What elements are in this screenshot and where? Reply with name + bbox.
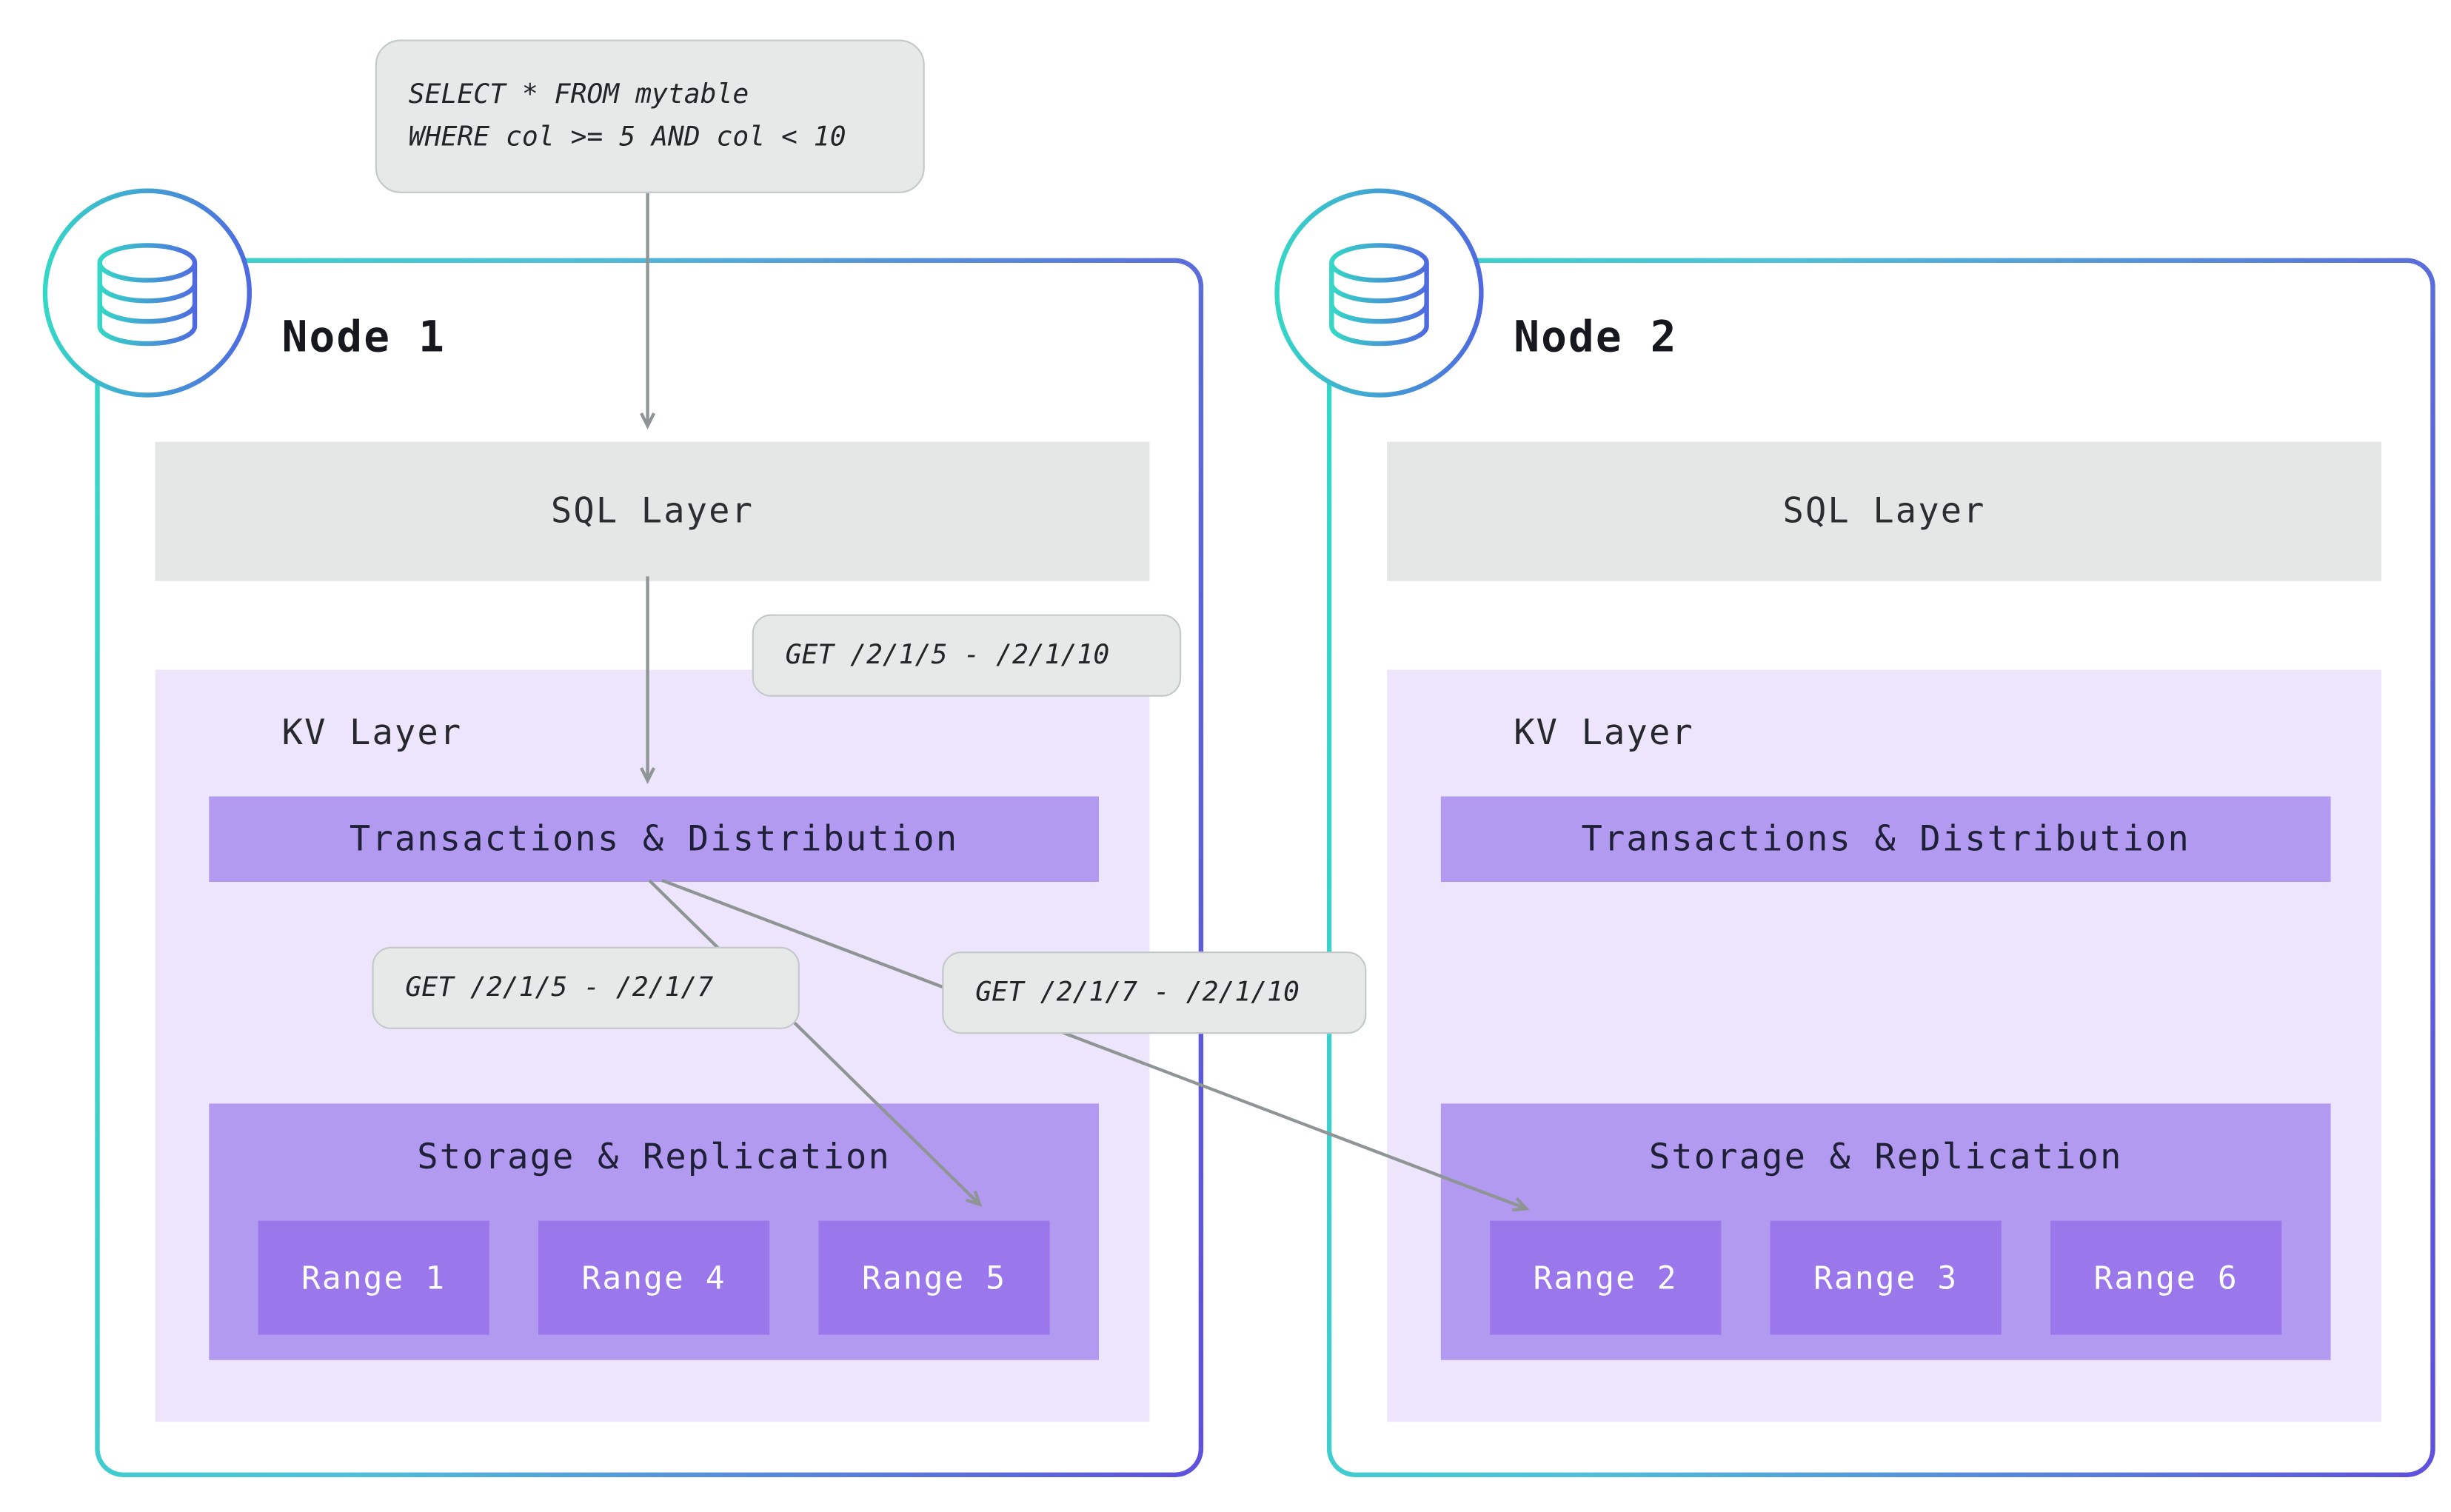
query-line-1: SELECT * FROM mytable xyxy=(408,79,749,112)
sql-layer-label: SQL Layer xyxy=(1782,491,1986,532)
range-box: Range 2 xyxy=(1490,1220,1722,1335)
get-left-range-label: GET /2/1/5 - /2/1/7 xyxy=(405,971,714,1004)
node-title: Node 1 xyxy=(281,313,447,363)
sql-layer-label: SQL Layer xyxy=(550,491,755,532)
transactions-distribution-bar: Transactions & Distribution xyxy=(1440,796,2331,883)
get-full-range-label: GET /2/1/5 - /2/1/10 xyxy=(785,639,1110,672)
transactions-distribution-bar: Transactions & Distribution xyxy=(209,796,1099,883)
storage-replication-panel: Storage & Replication Range 2 Range 3 Ra… xyxy=(1440,1103,2331,1360)
node-2-body: Node 2 SQL Layer KV Layer Transactions &… xyxy=(1274,188,2431,1473)
node-1-container: Node 1 SQL Layer KV Layer Transactions &… xyxy=(42,188,1204,1478)
range-box: Range 3 xyxy=(1770,1220,2002,1335)
database-icon xyxy=(42,188,252,398)
node-2-container: Node 2 SQL Layer KV Layer Transactions &… xyxy=(1274,188,2435,1478)
sql-layer-bar: SQL Layer xyxy=(155,441,1150,581)
get-right-range-label: GET /2/1/7 - /2/1/10 xyxy=(975,976,1300,1008)
range-row: Range 2 Range 3 Range 6 xyxy=(1490,1220,2282,1335)
database-icon xyxy=(1274,188,1484,398)
kv-layer-label: KV Layer xyxy=(1514,714,1694,754)
query-line-2: WHERE col >= 5 AND col < 10 xyxy=(408,121,846,153)
node-title: Node 2 xyxy=(1514,313,1678,363)
storage-replication-panel: Storage & Replication Range 1 Range 4 Ra… xyxy=(209,1103,1099,1360)
get-full-range-bubble: GET /2/1/5 - /2/1/10 xyxy=(752,614,1182,697)
node-1-body: Node 1 SQL Layer KV Layer Transactions &… xyxy=(42,188,1199,1473)
storage-replication-label: Storage & Replication xyxy=(417,1138,891,1178)
get-left-range-bubble: GET /2/1/5 - /2/1/7 xyxy=(372,946,800,1029)
kv-layer-panel: KV Layer Transactions & Distribution Sto… xyxy=(1387,669,2382,1422)
transactions-distribution-label: Transactions & Distribution xyxy=(1581,819,2190,860)
range-box: Range 6 xyxy=(2050,1220,2282,1335)
range-row: Range 1 Range 4 Range 5 xyxy=(258,1220,1050,1335)
sql-layer-bar: SQL Layer xyxy=(1387,441,2382,581)
kv-layer-label: KV Layer xyxy=(281,714,463,754)
transactions-distribution-label: Transactions & Distribution xyxy=(349,819,959,860)
kv-layer-panel: KV Layer Transactions & Distribution Sto… xyxy=(155,669,1150,1422)
range-box: Range 4 xyxy=(538,1220,770,1335)
sql-query-bubble: SELECT * FROM mytable WHERE col >= 5 AND… xyxy=(375,39,925,193)
range-box: Range 1 xyxy=(258,1220,489,1335)
storage-replication-label: Storage & Replication xyxy=(1648,1138,2123,1178)
get-right-range-bubble: GET /2/1/7 - /2/1/10 xyxy=(942,951,1367,1034)
range-box: Range 5 xyxy=(818,1220,1050,1335)
